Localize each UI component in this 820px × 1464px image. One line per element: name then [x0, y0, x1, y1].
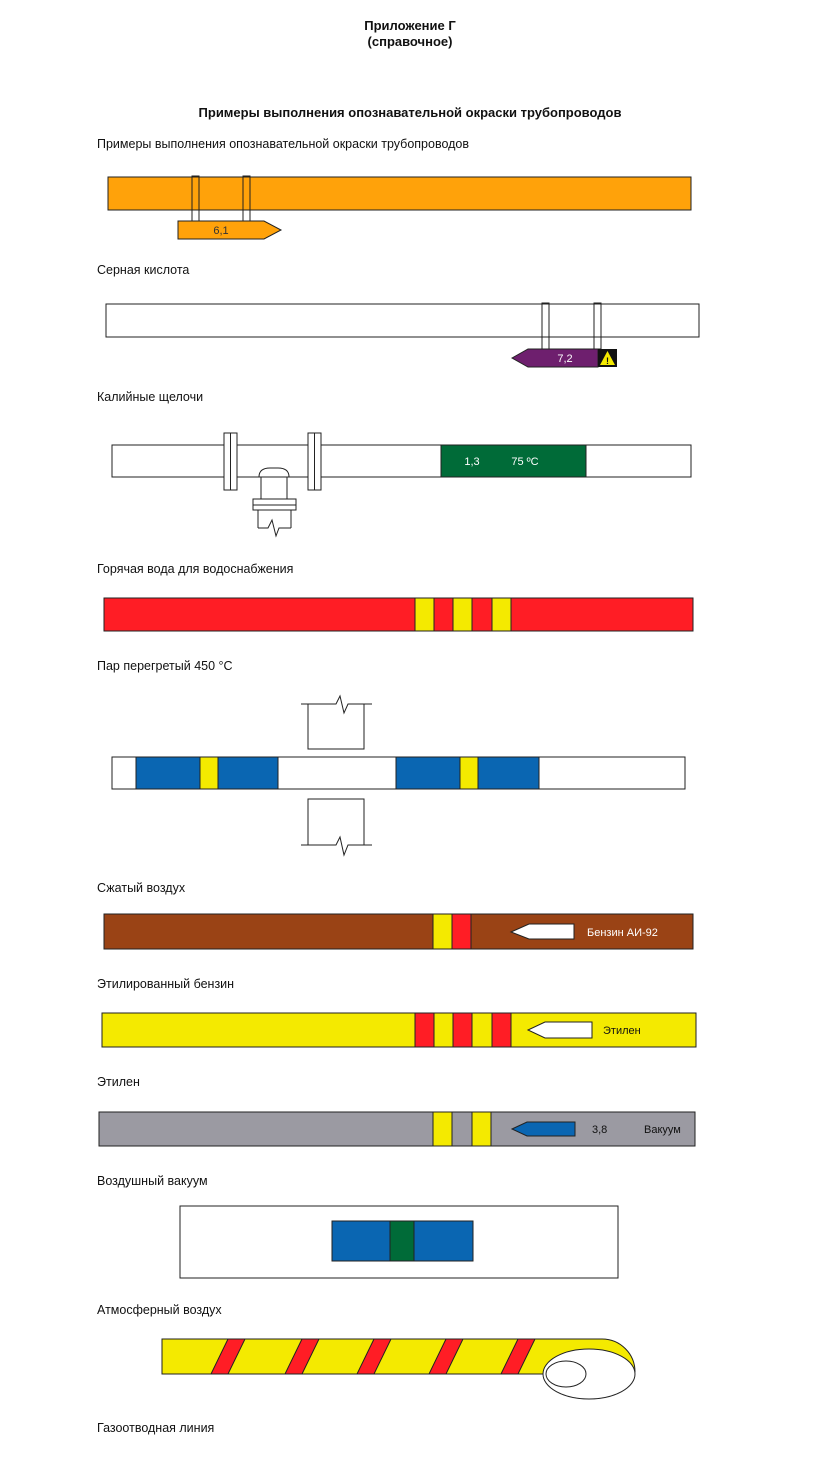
flow-arrow: [526, 1021, 593, 1039]
band-red: [451, 913, 472, 950]
caption-4: Горячая вода для водоснабжения: [97, 562, 294, 576]
caption-7: Этилированный бензин: [97, 977, 235, 991]
branch-symbol-bottom: [301, 798, 372, 857]
arrow-label: 6,1: [213, 225, 228, 237]
band-yellow: [414, 597, 435, 632]
warning-icon: [600, 351, 615, 365]
pipe-white-figure: 7,2 !: [105, 302, 700, 368]
temperature-label: 75 ºС: [511, 456, 538, 468]
caption-8: Этилен: [97, 1075, 140, 1089]
pipe-red-figure: [103, 597, 694, 632]
pipe-body: [103, 597, 694, 632]
caption-5: Пар перегретый 450 °С: [97, 659, 233, 673]
band-yellow: [491, 597, 512, 632]
caption-9: Воздушный вакуум: [97, 1174, 208, 1188]
pipe-text: Вакуум: [644, 1124, 681, 1136]
appendix-note: (справочное): [367, 34, 453, 49]
band-red: [414, 1012, 435, 1048]
pressure-label: 3,8: [592, 1124, 607, 1136]
pipe-valve-figure: 1,3 75 ºС: [111, 432, 692, 538]
pipe-body: [105, 303, 700, 338]
caption-10: Атмосферный воздух: [97, 1303, 222, 1317]
caption-11: Газоотводная линия: [97, 1421, 215, 1435]
flow-arrow: [177, 220, 283, 240]
color-section: [440, 444, 587, 478]
appendix-title: Приложение Г: [364, 18, 456, 33]
caption-6: Сжатый воздух: [97, 881, 186, 895]
band-red: [452, 1012, 473, 1048]
band-red: [491, 1012, 512, 1048]
band-green: [389, 1220, 415, 1262]
pipe-steam-figure: [111, 694, 686, 857]
pressure-label: 1,3: [464, 456, 479, 468]
caption-3: Калийные щелочи: [97, 390, 204, 404]
pipe-body: [107, 176, 692, 211]
branch-symbol-top: [301, 694, 372, 750]
pipe-brown-figure: Бензин АИ-92: [103, 913, 694, 950]
flow-arrow: [509, 923, 575, 940]
flow-arrow: [510, 348, 599, 368]
band-yellow: [199, 756, 219, 790]
band-yellow: [452, 597, 473, 632]
band-yellow: [471, 1111, 492, 1147]
flow-arrow: [510, 1121, 576, 1137]
pipe-inner-bore: [545, 1360, 587, 1388]
pipe-yellow-figure: Этилен: [101, 1012, 697, 1048]
pipe-vacuum-figure: [179, 1205, 619, 1279]
page-title: Примеры выполнения опознавательной окрас…: [198, 105, 622, 120]
caption-2: Серная кислота: [97, 263, 190, 277]
band-yellow: [459, 756, 479, 790]
pipe-body: [103, 913, 694, 950]
arrow-label: 7,2: [557, 353, 572, 365]
band-yellow: [432, 1111, 453, 1147]
valve-icon: [252, 467, 297, 538]
band-yellow: [432, 913, 453, 950]
pipe-gray-figure: 3,8 Вакуум: [98, 1111, 696, 1147]
red-stripes: [210, 1339, 536, 1374]
pipe-body: [101, 1012, 697, 1048]
pipe-striped-figure: [161, 1338, 636, 1400]
pipe-text: Этилен: [603, 1025, 641, 1037]
pipe-text: Бензин АИ-92: [587, 927, 658, 939]
svg-text:!: !: [606, 356, 609, 366]
pipe-orange-figure: 6,1: [107, 175, 692, 240]
caption-1: Примеры выполнения опознавательной окрас…: [97, 137, 470, 151]
pipe-body: [111, 444, 692, 478]
pipe-body: [98, 1111, 696, 1147]
